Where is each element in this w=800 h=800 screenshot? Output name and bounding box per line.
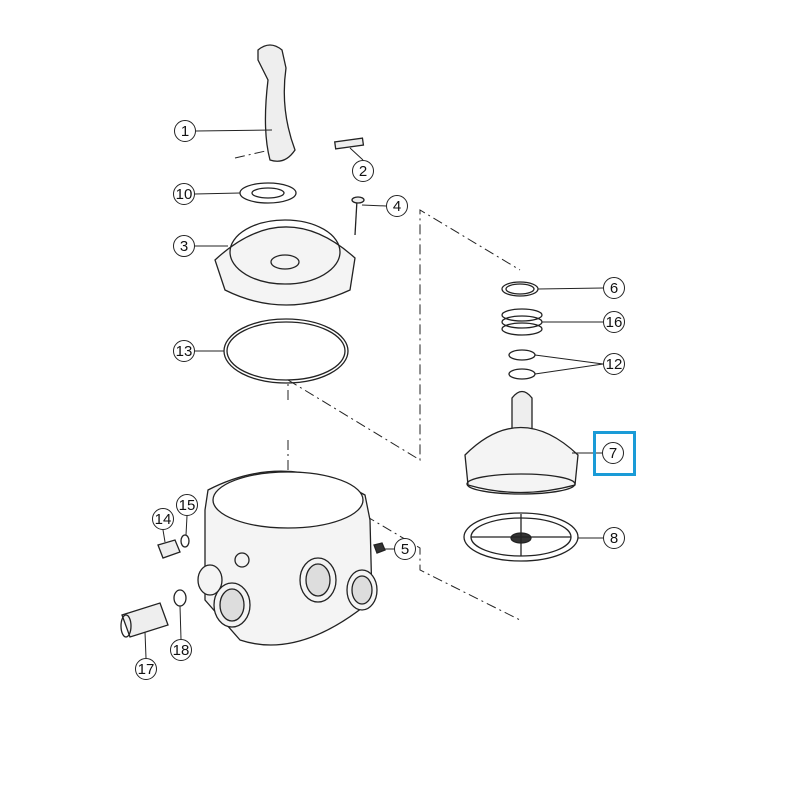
screw-part-4 (354, 199, 358, 236)
callout-7[interactable]: 7 (602, 442, 624, 464)
callout-2[interactable]: 2 (352, 160, 374, 182)
nut-part-5 (373, 542, 386, 554)
callout-10[interactable]: 10 (173, 183, 195, 205)
oring-part-12b (508, 368, 536, 380)
callout-1[interactable]: 1 (174, 120, 196, 142)
callout-18[interactable]: 18 (170, 639, 192, 661)
handle-part-1 (257, 44, 296, 162)
callout-12[interactable]: 12 (603, 353, 625, 375)
callout-4[interactable]: 4 (386, 195, 408, 217)
callout-6[interactable]: 6 (603, 277, 625, 299)
callout-17[interactable]: 17 (135, 658, 157, 680)
rotor-part-7 (464, 390, 579, 495)
assembly-guide-lines (234, 149, 521, 621)
pin-part-2 (333, 137, 365, 150)
washer-part-15 (180, 534, 190, 548)
spring-part-16 (501, 308, 543, 336)
callout-13[interactable]: 13 (173, 340, 195, 362)
callout-5[interactable]: 5 (394, 538, 416, 560)
callout-8[interactable]: 8 (603, 527, 625, 549)
callout-16[interactable]: 16 (603, 311, 625, 333)
leader-lines (144, 129, 604, 659)
oring-part-13 (223, 318, 349, 384)
gasket-part-8 (463, 512, 579, 562)
washer-part-10 (239, 182, 297, 204)
plug-part-14 (157, 539, 181, 559)
callout-14[interactable]: 14 (152, 508, 174, 530)
callout-3[interactable]: 3 (173, 235, 195, 257)
selected-part-highlight (593, 431, 636, 476)
oring-part-12a (508, 349, 536, 361)
washer-part-18 (173, 589, 187, 607)
callout-15[interactable]: 15 (176, 494, 198, 516)
valve-body (197, 470, 378, 646)
fitting-part-17 (120, 602, 169, 638)
cover-part-3 (214, 219, 356, 306)
